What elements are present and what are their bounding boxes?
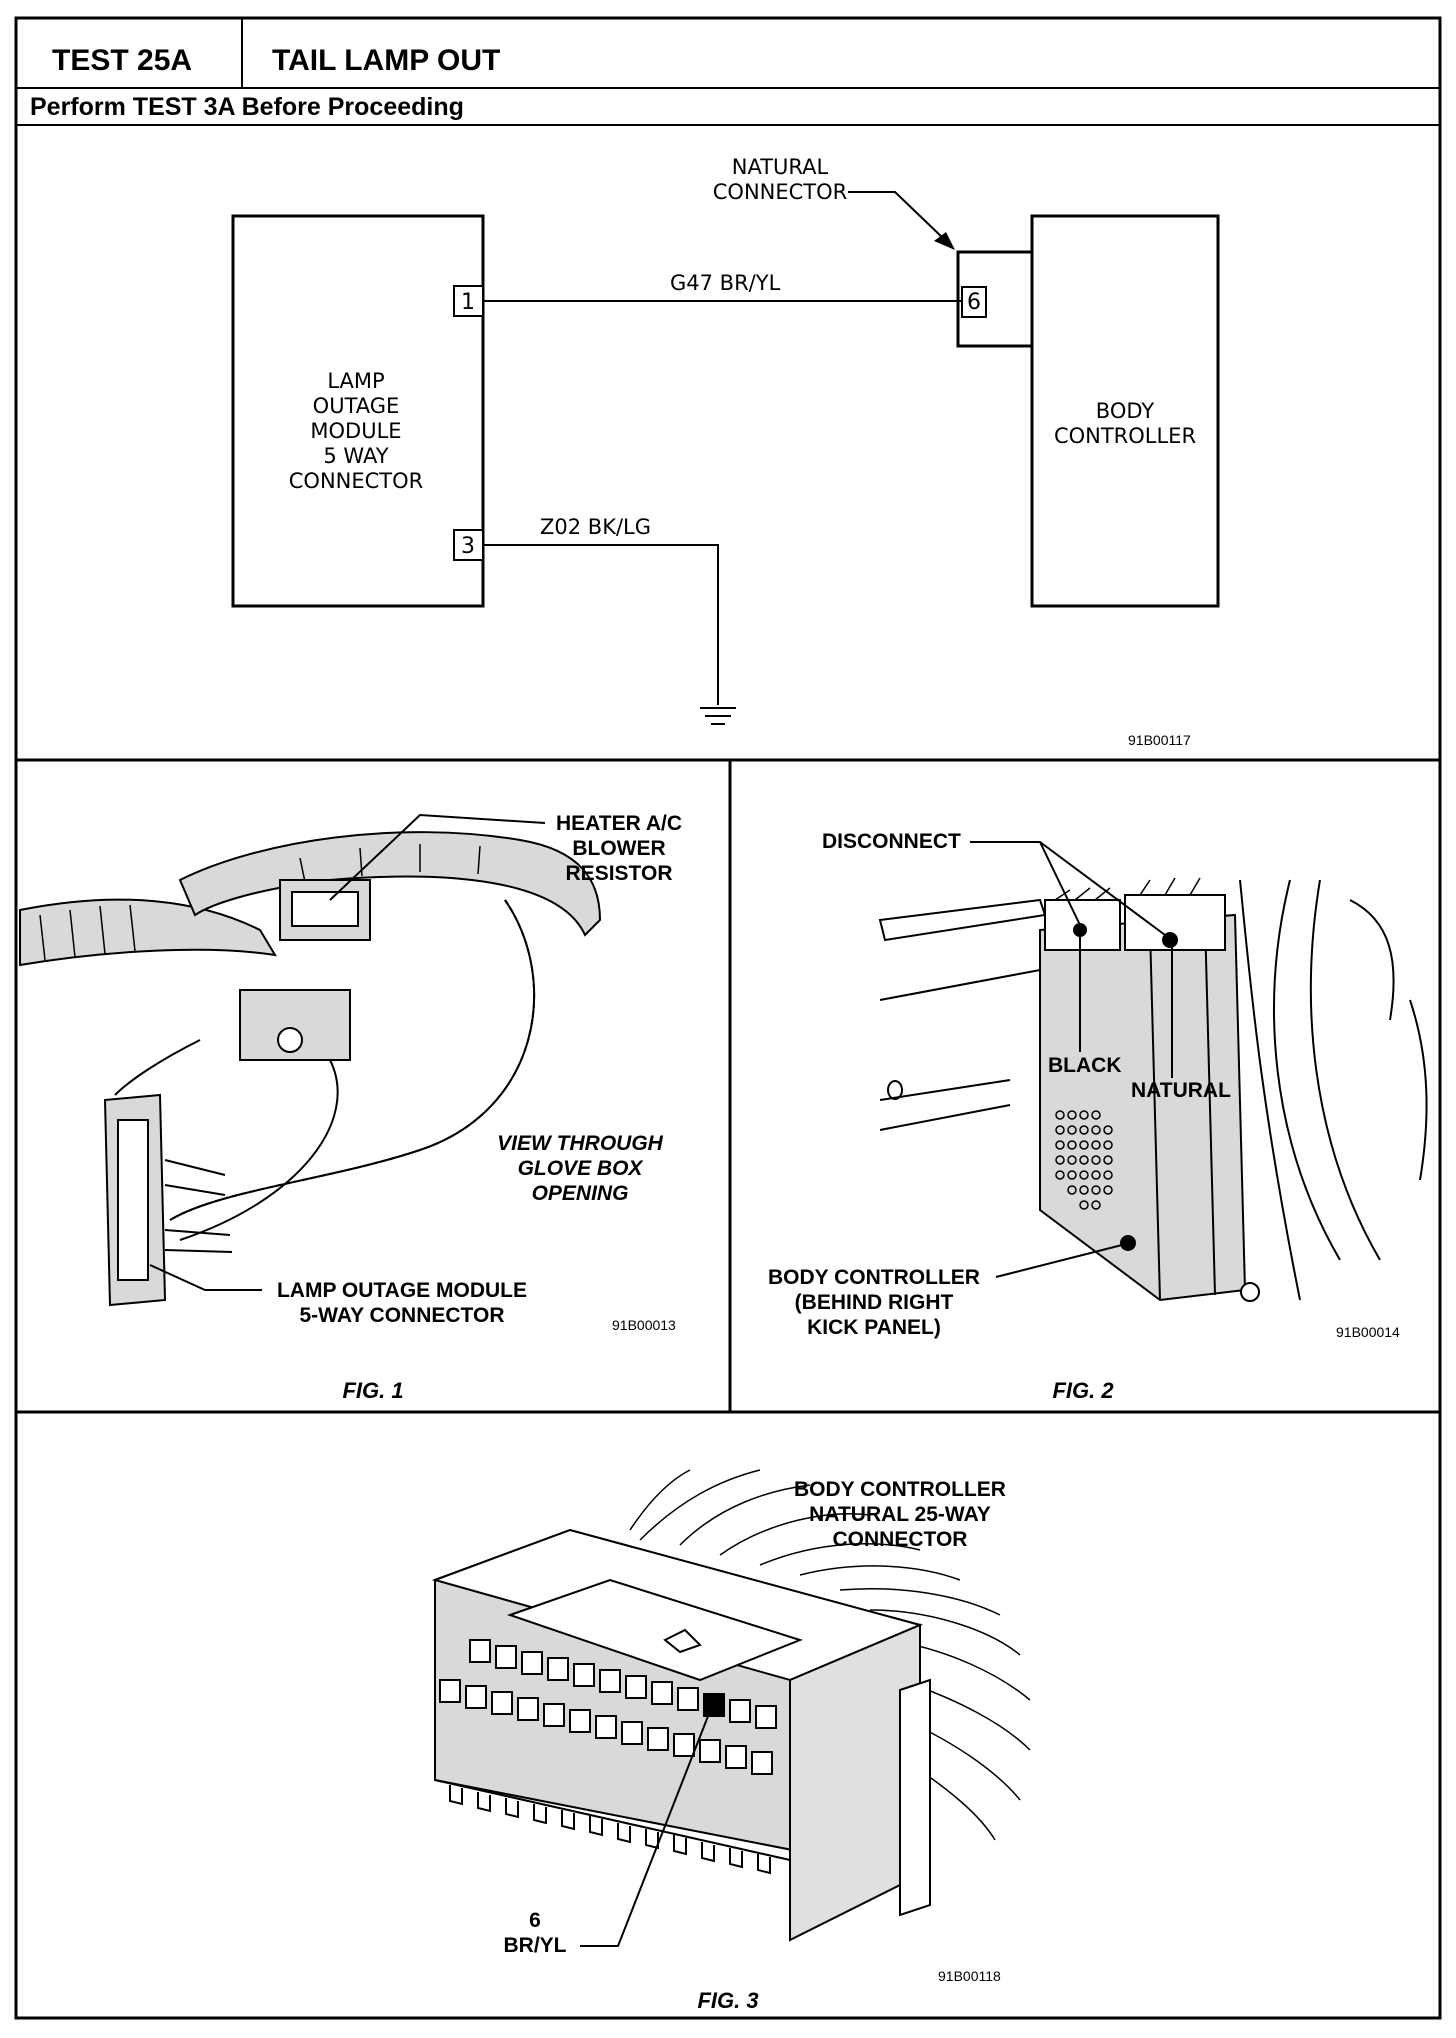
- cavity-6-highlight: [704, 1694, 724, 1716]
- fig3-caption: FIG. 3: [697, 1988, 758, 2013]
- wire-g47-label: G47 BR/YL: [670, 271, 781, 295]
- test-title: TAIL LAMP OUT: [272, 44, 500, 77]
- prerequisite-text: Perform TEST 3A Before Proceeding: [30, 93, 464, 121]
- disconnect-callout: DISCONNECT: [822, 830, 961, 853]
- connector-leader-arrow: [848, 191, 955, 250]
- lamp-module-label-4: 5 WAY: [323, 444, 388, 468]
- view-callout-2: GLOVE BOX: [518, 1157, 645, 1180]
- heater-callout-2: BLOWER: [572, 837, 665, 860]
- fig1-illustration: HEATER A/C BLOWER RESISTOR VIEW THROUGH …: [19, 812, 682, 1403]
- fig3-illustration: BODY CONTROLLER NATURAL 25-WAY CONNECTOR: [431, 1469, 1031, 2013]
- heater-leader-line: [329, 813, 546, 901]
- black-connector-illustration: [1044, 899, 1121, 951]
- wire-z02-label: Z02 BK/LG: [540, 515, 651, 539]
- ground-symbol: [700, 707, 736, 725]
- heater-callout-3: RESISTOR: [566, 862, 673, 885]
- fig3-title-2: NATURAL 25-WAY: [809, 1503, 991, 1526]
- fig2-illustration: DISCONNECT BLACK NATURAL BODY CONTROLLER…: [768, 830, 1428, 1403]
- body-controller-label-2: CONTROLLER: [1054, 424, 1196, 448]
- lamp-module-label-5: CONNECTOR: [289, 469, 424, 493]
- pin-1-box: [453, 285, 484, 317]
- pin-6-label: 6: [967, 290, 981, 315]
- view-callout-1: VIEW THROUGH: [497, 1132, 663, 1155]
- disconnect-leader-line: [970, 841, 1166, 936]
- body-callout-3: KICK PANEL): [807, 1316, 941, 1339]
- body-callout-1: BODY CONTROLLER: [768, 1266, 980, 1289]
- lamp-module-label-3: MODULE: [310, 419, 401, 443]
- heater-callout-1: HEATER A/C: [556, 812, 682, 835]
- lamp-leader-line: [149, 1264, 262, 1291]
- connector-label-1: NATURAL: [732, 155, 829, 179]
- lamp-callout-1: LAMP OUTAGE MODULE: [277, 1279, 527, 1302]
- body-controller-label-1: BODY: [1096, 399, 1155, 423]
- connector-label-2: CONNECTOR: [713, 180, 848, 204]
- lamp-callout-2: 5-WAY CONNECTOR: [300, 1304, 505, 1327]
- fig3-ref: 91B00118: [938, 1968, 1001, 1984]
- natural-callout: NATURAL: [1131, 1079, 1231, 1102]
- body-callout-2: (BEHIND RIGHT: [795, 1291, 954, 1314]
- lower-cavity-row: [439, 1679, 773, 1775]
- fig3-title-1: BODY CONTROLLER: [794, 1478, 1006, 1501]
- lamp-outage-module-box: [231, 214, 485, 608]
- pin-leader-line: [580, 1705, 713, 1947]
- fig2-ref: 91B00014: [1336, 1324, 1400, 1340]
- fig3-title-3: CONNECTOR: [833, 1528, 968, 1551]
- wiring-schematic: LAMP OUTAGE MODULE 5 WAY CONNECTOR 1 3 B…: [231, 155, 1220, 748]
- lamp-module-label-2: OUTAGE: [313, 394, 400, 418]
- pin-callout-color: BR/YL: [504, 1934, 567, 1957]
- pin-callout-number: 6: [529, 1909, 541, 1932]
- body-controller-box: [1030, 214, 1220, 608]
- black-callout: BLACK: [1048, 1054, 1122, 1077]
- view-callout-3: OPENING: [532, 1182, 629, 1205]
- lamp-module-label-1: LAMP: [327, 369, 384, 393]
- test-number: TEST 25A: [52, 44, 192, 77]
- fig1-caption: FIG. 1: [342, 1378, 403, 1403]
- wire-harness-illustration: [19, 898, 277, 967]
- fig2-caption: FIG. 2: [1052, 1378, 1114, 1403]
- page-frame: [14, 16, 1442, 2020]
- schematic-ref: 91B00117: [1128, 732, 1191, 748]
- wire-z02: [483, 544, 719, 705]
- body-leader-line: [995, 1244, 1123, 1278]
- natural-connector-box: [956, 250, 1034, 348]
- pin-1-label: 1: [461, 290, 475, 315]
- pin-3-label: 3: [461, 534, 475, 559]
- fig1-ref: 91B00013: [612, 1317, 676, 1333]
